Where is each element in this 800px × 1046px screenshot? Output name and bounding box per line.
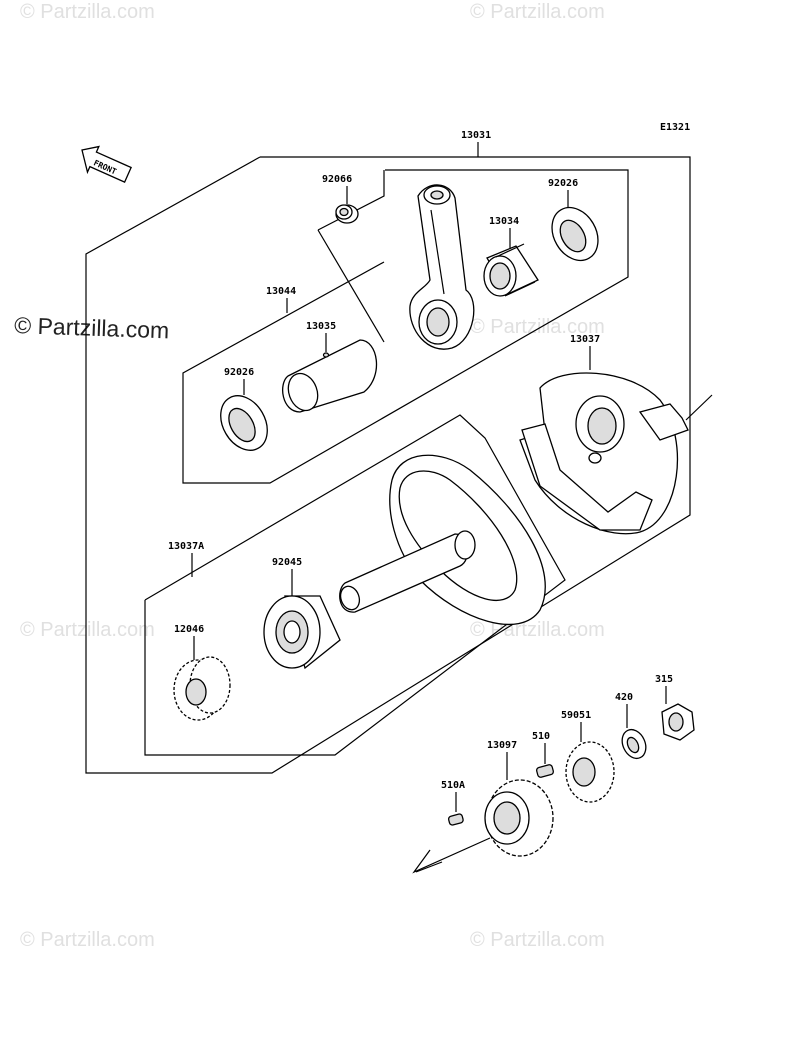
label-13035: 13035 bbox=[306, 321, 336, 332]
part-92066-bushing bbox=[335, 204, 359, 224]
label-59051: 59051 bbox=[561, 710, 591, 721]
part-420-washer bbox=[621, 728, 647, 760]
part-labels: 13031 92066 92026 13034 13044 13035 9202… bbox=[168, 130, 673, 812]
part-13034-needle-bearing bbox=[483, 243, 539, 297]
part-315-nut bbox=[661, 703, 695, 741]
label-13037a: 13037A bbox=[168, 541, 204, 552]
watermark: © Partzilla.com bbox=[20, 929, 155, 951]
label-92066: 92066 bbox=[322, 174, 352, 185]
label-92045: 92045 bbox=[272, 557, 302, 568]
watermark: © Partzilla.com bbox=[20, 619, 155, 641]
front-arrow-icon: FRONT bbox=[81, 145, 132, 183]
part-13037a-crank-half bbox=[339, 454, 546, 626]
watermark: © Partzilla.com bbox=[470, 929, 605, 951]
part-92045-ball-bearing bbox=[263, 595, 341, 670]
part-12046-gear bbox=[173, 656, 231, 721]
label-12046: 12046 bbox=[174, 624, 204, 635]
subassembly-outline-13044 bbox=[182, 169, 629, 484]
label-92026-upper: 92026 bbox=[548, 178, 578, 189]
watermark: © Partzilla.com bbox=[20, 1, 155, 23]
label-13034: 13034 bbox=[489, 216, 519, 227]
part-connecting-rod bbox=[409, 184, 475, 350]
part-510-key bbox=[536, 764, 554, 778]
diagram-code: E1321 bbox=[660, 122, 690, 133]
part-13035-crank-pin bbox=[282, 339, 378, 413]
label-13037: 13037 bbox=[570, 334, 600, 345]
part-13097-gear bbox=[484, 779, 554, 857]
label-92026-lower: 92026 bbox=[224, 367, 254, 378]
label-13031: 13031 bbox=[461, 130, 491, 141]
label-510a: 510A bbox=[441, 780, 465, 791]
watermark-dark: © Partzilla.com bbox=[14, 312, 170, 343]
watermark: © Partzilla.com bbox=[470, 1, 605, 23]
part-13037-crank-half bbox=[519, 372, 713, 535]
part-59051-gear bbox=[565, 741, 615, 803]
part-510a-key bbox=[447, 813, 464, 826]
label-315: 315 bbox=[655, 674, 673, 685]
part-92026-washer-lower bbox=[220, 395, 268, 451]
label-510: 510 bbox=[532, 731, 550, 742]
part-92026-washer-upper bbox=[551, 206, 599, 262]
subassembly-outline-13037a bbox=[144, 414, 566, 756]
label-13097: 13097 bbox=[487, 740, 517, 751]
watermark: © Partzilla.com bbox=[470, 316, 605, 338]
label-13044: 13044 bbox=[266, 286, 296, 297]
label-420: 420 bbox=[615, 692, 633, 703]
assembly-outline-13031 bbox=[260, 156, 691, 392]
watermark-layer: © Partzilla.com © Partzilla.com © Partzi… bbox=[20, 1, 605, 951]
